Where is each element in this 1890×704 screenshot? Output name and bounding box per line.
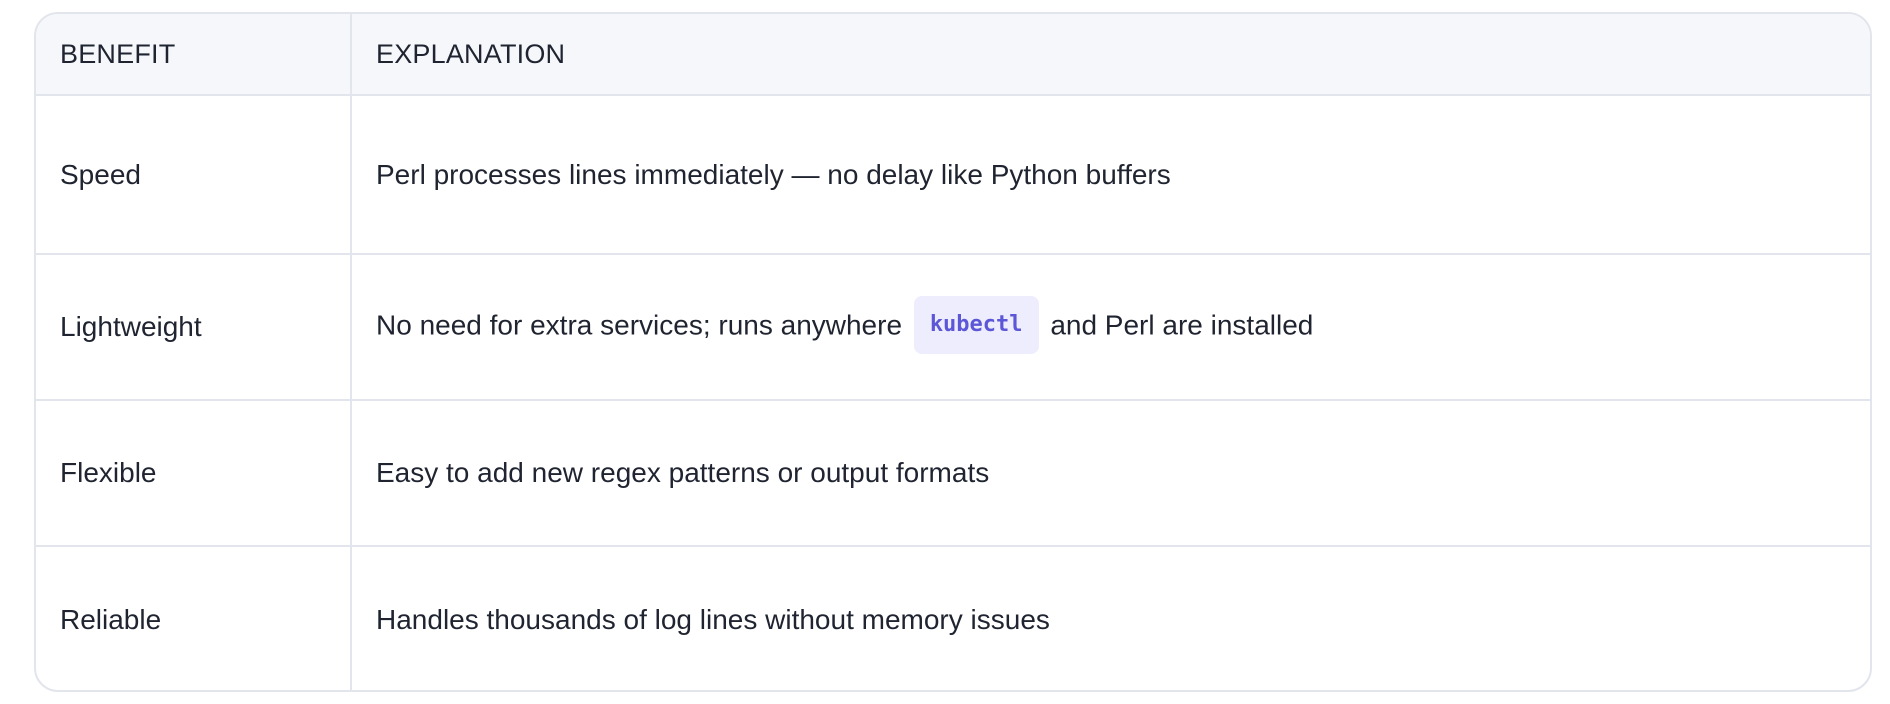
explanation-text-before: No need for extra services; runs anywher… [376, 309, 903, 341]
table-body: Speed Perl processes lines immediately —… [36, 95, 1870, 690]
explanation-cell: No need for extra services; runs anywher… [350, 254, 1870, 400]
benefit-cell: Reliable [60, 603, 162, 635]
header-explanation: EXPLANATION [350, 14, 1870, 96]
benefit-cell: Flexible [60, 457, 157, 488]
explanation-cell: Perl processes lines immediately — no de… [350, 95, 1870, 254]
table-row: Reliable Handles thousands of log lines … [36, 546, 1870, 690]
table-row: Lightweight No need for extra services; … [36, 254, 1870, 400]
benefits-table: BENEFIT EXPLANATION Speed Perl processes… [36, 14, 1870, 690]
header-benefit: BENEFIT [36, 14, 351, 96]
table-header: BENEFIT EXPLANATION [36, 14, 1870, 96]
explanation-cell: Easy to add new regex patterns or output… [350, 400, 1870, 546]
benefit-cell: Lightweight [60, 311, 202, 342]
explanation-cell: Handles thousands of log lines without m… [350, 546, 1870, 690]
benefits-table-card: BENEFIT EXPLANATION Speed Perl processes… [34, 12, 1872, 692]
table-row: Flexible Easy to add new regex patterns … [36, 400, 1870, 546]
benefit-cell: Speed [60, 158, 141, 190]
explanation-text-after: and Perl are installed [1050, 309, 1314, 341]
header-row: BENEFIT EXPLANATION [36, 14, 1870, 96]
inline-code: kubectl [913, 296, 1039, 354]
table-row: Speed Perl processes lines immediately —… [36, 95, 1870, 254]
